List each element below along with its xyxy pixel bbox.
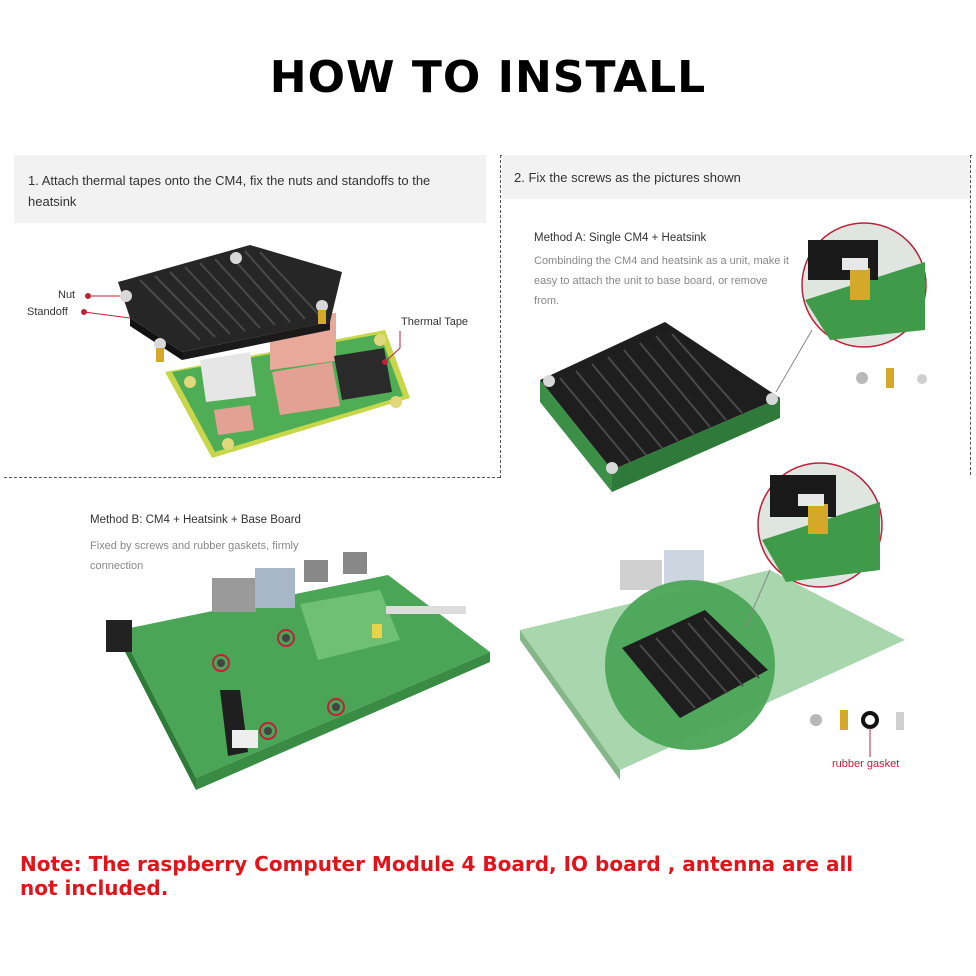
heatsink-image (118, 245, 342, 362)
page-title: HOW TO INSTALL (269, 52, 707, 103)
callout-lines (81, 293, 401, 365)
method-a-illustration (540, 222, 927, 492)
method-a-title: Method A: Single CM4 + Heatsink (534, 232, 707, 244)
step2-divider-right (970, 155, 971, 475)
method-b-description: Fixed by screws and rubber gaskets, firm… (90, 540, 299, 572)
method-b-assembled-illustration (520, 462, 905, 780)
disclaimer-note: Note: The raspberry Computer Module 4 Bo… (20, 852, 854, 900)
thermal-tape-label: Thermal Tape (401, 316, 469, 328)
step2-header-bg (502, 155, 970, 199)
method-b-board-illustration (106, 552, 490, 790)
step1-illustration (81, 245, 410, 458)
method-b-title: Method B: CM4 + Heatsink + Base Board (90, 514, 301, 526)
step1-header-bg (14, 155, 486, 223)
standoff-label: Standoff (27, 306, 68, 318)
nut-label: Nut (58, 289, 76, 301)
step1-instruction: 1. Attach thermal tapes onto the CM4, fi… (28, 173, 431, 209)
step1-divider-right (500, 155, 501, 478)
method-a-description: Combinding the CM4 and heatsink as a uni… (534, 255, 789, 307)
step1-divider-bottom (4, 477, 500, 478)
step2-instruction: 2. Fix the screws as the pictures shown (514, 170, 741, 185)
rubber-gasket-label: rubber gasket (832, 758, 900, 770)
